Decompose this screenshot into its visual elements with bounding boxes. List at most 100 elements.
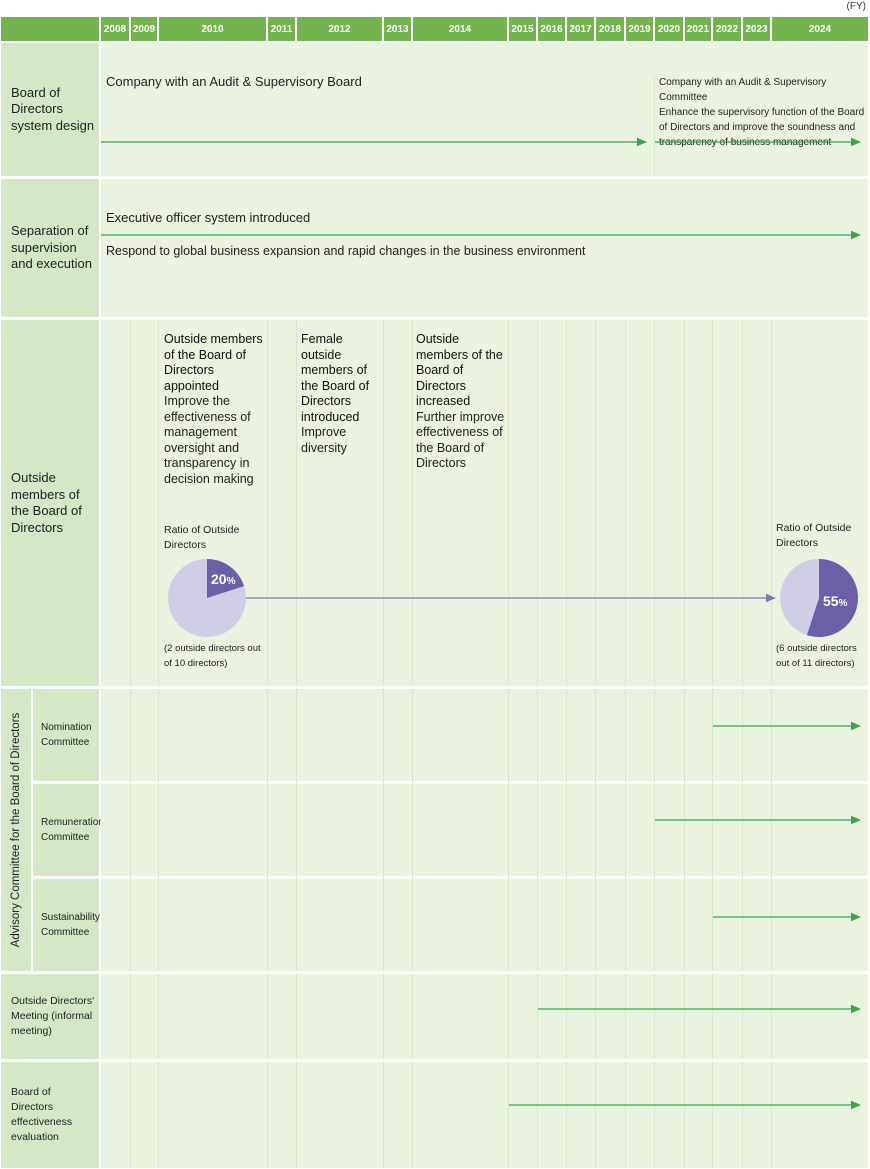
- row-label-text: Remuneration Committee: [41, 817, 104, 843]
- grid-line-2024: [771, 1062, 772, 1168]
- year-header-2020: 2020: [655, 17, 683, 41]
- grid-line-2013: [383, 320, 384, 686]
- row-label-separation: Separation of supervision and execution: [1, 179, 99, 317]
- grid-line-2016: [537, 320, 538, 686]
- row-label-text: Nomination Committee: [41, 722, 92, 748]
- year-header-2022: 2022: [713, 17, 741, 41]
- grid-line-2016: [537, 1062, 538, 1168]
- year-header-2018: 2018: [596, 17, 624, 41]
- grid-line-2020: [654, 320, 655, 686]
- row-area-nomination: [101, 689, 868, 781]
- system-change-divider: [654, 75, 655, 176]
- year-header-2015: 2015: [509, 17, 536, 41]
- row-label-text: Board of Directors effectiveness evaluat…: [11, 1085, 73, 1144]
- grid-line-2009: [130, 689, 131, 971]
- event-2014-title: Outside members of the Board of Director…: [416, 332, 503, 408]
- grid-line-2010: [158, 689, 159, 971]
- event-2012: Female outside members of the Board of D…: [301, 332, 383, 456]
- grid-line-2011: [267, 974, 268, 1059]
- grid-line-2013: [383, 689, 384, 971]
- grid-line-2012: [296, 320, 297, 686]
- year-header-2017: 2017: [567, 17, 594, 41]
- grid-line-2018: [595, 320, 596, 686]
- grid-line-2021: [684, 1062, 685, 1168]
- grid-line-2011: [267, 320, 268, 686]
- year-header-2023: 2023: [743, 17, 770, 41]
- grid-line-2022: [712, 320, 713, 686]
- row-area-separation: [101, 179, 868, 317]
- event-2014: Outside members of the Board of Director…: [416, 332, 506, 472]
- header-corner: [1, 17, 99, 41]
- grid-line-2015: [508, 320, 509, 686]
- row-label-sustainability: Sustainability Committee: [33, 879, 100, 971]
- row-area-board-design: [101, 43, 868, 176]
- grid-line-2010: [158, 1062, 159, 1168]
- grid-line-2022: [712, 974, 713, 1059]
- row-label-evaluation: Board of Directors effectiveness evaluat…: [1, 1062, 99, 1168]
- grid-line-2022: [712, 689, 713, 971]
- grid-line-2010: [158, 974, 159, 1059]
- event-2014-body: Further improve effectiveness of the Boa…: [416, 409, 505, 471]
- row-label-text: Sustainability Committee: [41, 912, 100, 938]
- year-header-2008: 2008: [101, 17, 129, 41]
- year-header-2019: 2019: [626, 17, 653, 41]
- grid-line-2011: [267, 689, 268, 971]
- grid-line-2021: [684, 320, 685, 686]
- row-area-evaluation: [101, 1062, 868, 1168]
- grid-line-2014: [412, 320, 413, 686]
- grid-line-2019: [625, 974, 626, 1059]
- grid-line-2012: [296, 1062, 297, 1168]
- grid-line-2020: [654, 1062, 655, 1168]
- grid-line-2017: [566, 1062, 567, 1168]
- grid-line-2012: [296, 974, 297, 1059]
- grid-line-2014: [412, 974, 413, 1059]
- grid-line-2010: [158, 320, 159, 686]
- grid-line-2019: [625, 1062, 626, 1168]
- row-label-remuneration: Remuneration Committee: [33, 784, 104, 876]
- audit-committee-body: Enhance the supervisory function of the …: [659, 107, 865, 148]
- year-header-2012: 2012: [297, 17, 382, 41]
- grid-line-2024: [771, 320, 772, 686]
- grid-line-2018: [595, 689, 596, 971]
- grid-line-2012: [296, 689, 297, 971]
- grid-line-2019: [625, 320, 626, 686]
- grid-line-2019: [625, 689, 626, 971]
- fiscal-year-unit: (FY): [846, 1, 866, 12]
- grid-line-2015: [508, 689, 509, 971]
- grid-line-2017: [566, 320, 567, 686]
- grid-line-2015: [508, 1062, 509, 1168]
- row-label-text: Outside members of the Board of Director…: [11, 470, 82, 535]
- grid-line-2016: [537, 689, 538, 971]
- grid-line-2011: [267, 1062, 268, 1168]
- grid-line-2021: [684, 689, 685, 971]
- row-label-text: Board of Directors system design: [11, 84, 95, 133]
- grid-line-2023: [742, 1062, 743, 1168]
- event-2010-body: Improve the effectiveness of management …: [164, 394, 254, 486]
- row-area-outside-meeting: [101, 974, 868, 1059]
- advisory-group-label: Advisory Committee for the Board of Dire…: [1, 689, 31, 971]
- grid-line-2015: [508, 974, 509, 1059]
- grid-line-2023: [742, 974, 743, 1059]
- event-2010: Outside members of the Board of Director…: [164, 332, 264, 487]
- grid-line-2020: [654, 689, 655, 971]
- audit-committee-title: Company with an Audit & Supervisory Comm…: [659, 77, 827, 103]
- grid-line-2009: [130, 320, 131, 686]
- grid-line-2013: [383, 1062, 384, 1168]
- grid-line-2024: [771, 974, 772, 1059]
- ratio-2024-note: (6 outside directors out of 11 directors…: [776, 643, 857, 669]
- grid-line-2023: [742, 320, 743, 686]
- year-header-2013: 2013: [384, 17, 411, 41]
- grid-line-2024: [771, 689, 772, 971]
- grid-line-2016: [537, 974, 538, 1059]
- row-area-sustainability: [101, 879, 868, 971]
- grid-line-2013: [383, 974, 384, 1059]
- grid-line-2018: [595, 1062, 596, 1168]
- row-label-nomination: Nomination Committee: [33, 689, 99, 781]
- grid-line-2017: [566, 689, 567, 971]
- row-label-outside-meeting: Outside Directors' Meeting (informal mee…: [1, 974, 99, 1059]
- audit-board-note: Company with an Audit & Supervisory Boar…: [106, 74, 362, 89]
- row-label-text: Separation of supervision and execution: [11, 223, 92, 272]
- row-label-text: Outside Directors' Meeting (informal mee…: [11, 994, 95, 1038]
- year-header-2024: 2024: [772, 17, 868, 41]
- year-header-2009: 2009: [131, 17, 157, 41]
